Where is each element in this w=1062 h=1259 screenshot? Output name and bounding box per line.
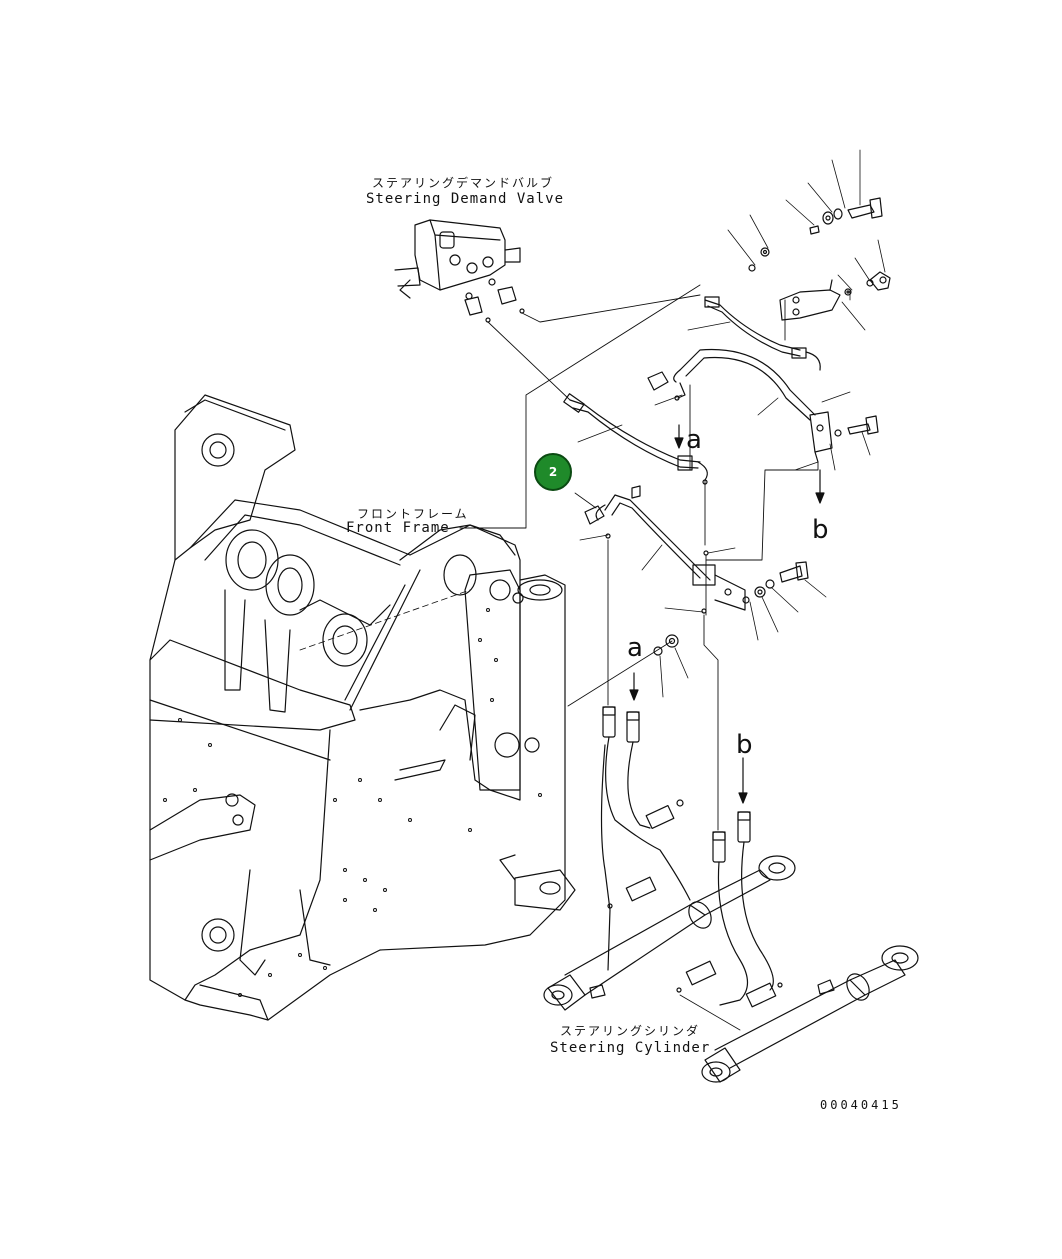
cylinder-label-en: Steering Cylinder: [550, 1040, 711, 1056]
front-frame-leader: [459, 284, 701, 529]
cylinder-leader: [679, 994, 741, 1031]
front-frame-label-en: Front Frame: [346, 520, 450, 536]
demand-valve-label-jp: ステアリングデマンドバルブ: [372, 176, 555, 190]
connection-lines: [567, 299, 819, 831]
ref-letter-a-bottom: a: [627, 633, 643, 663]
drawing-number: 00040415: [820, 1098, 902, 1112]
demand-valve: [394, 219, 521, 299]
hoses: [487, 294, 833, 611]
valve-fittings: [464, 278, 525, 323]
flow-arrows: [629, 424, 825, 804]
part-callout-number: 2: [548, 465, 558, 479]
steering-cylinders: [543, 855, 919, 1083]
ref-letter-b-top: b: [812, 515, 829, 545]
front-frame-label-jp: フロントフレーム: [357, 507, 469, 521]
ref-letter-b-bottom: b: [736, 730, 753, 760]
cylinder-label-jp: ステアリングシリンダ: [560, 1024, 701, 1038]
clamp-clips: [584, 371, 669, 525]
ref-letter-a-top: a: [686, 425, 702, 455]
leader-lines: [574, 149, 886, 698]
front-frame: [149, 394, 576, 1021]
part-callout-badge[interactable]: 2: [534, 453, 572, 491]
demand-valve-label-en: Steering Demand Valve: [366, 191, 565, 207]
cylinder-hoses: [600, 706, 783, 1008]
hardware-parts: [605, 197, 891, 656]
